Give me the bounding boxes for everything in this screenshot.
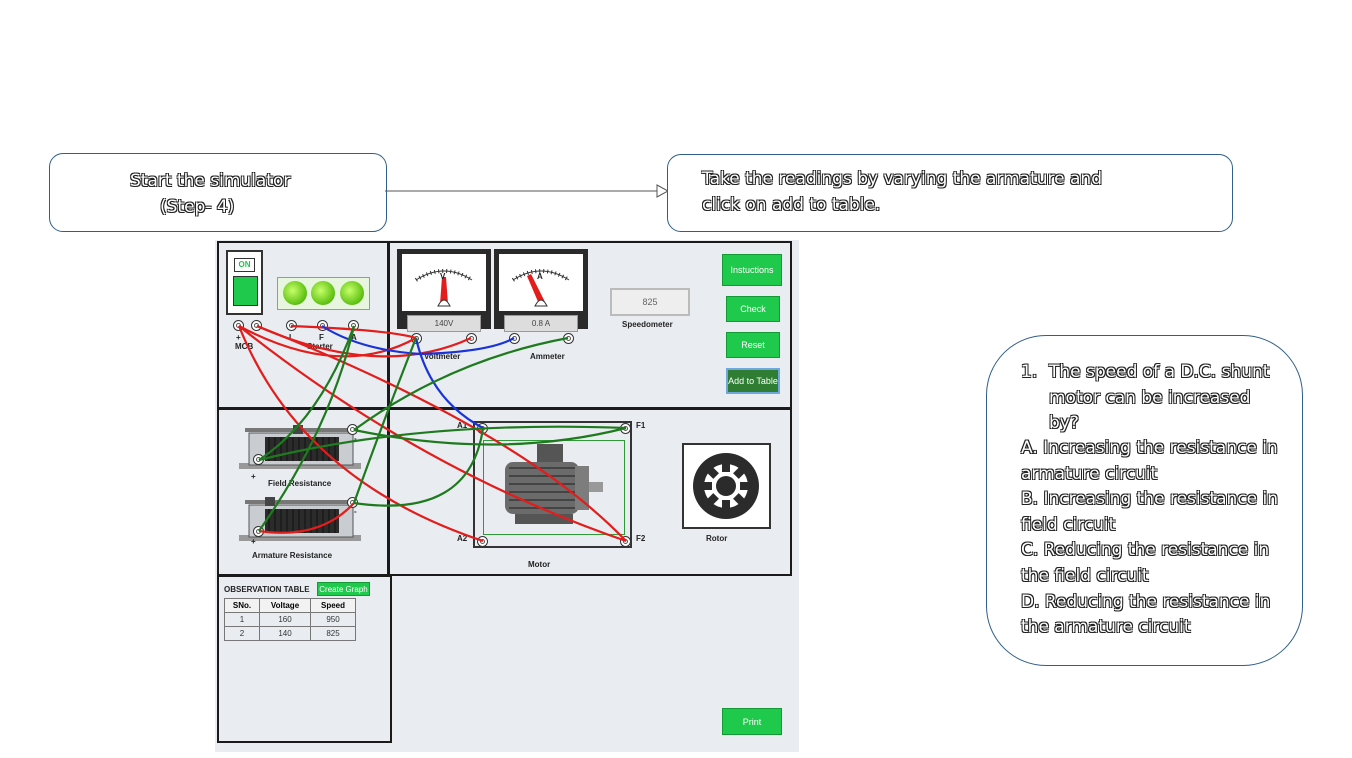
step-number: (Step- 4)	[160, 197, 235, 217]
starter-l-label: L	[289, 333, 294, 342]
starter-label: Starter	[307, 342, 333, 351]
voltmeter: 140V	[397, 249, 491, 332]
speedometer-display: 825	[610, 288, 690, 316]
armature-rheostat-plus: +	[251, 537, 256, 546]
hint-line-2: click on add to table.	[702, 195, 881, 215]
indicator-led-3	[340, 281, 364, 305]
reset-button[interactable]: Reset	[726, 332, 780, 358]
voltmeter-reading: 140V	[407, 315, 481, 332]
starter-f-label: F	[319, 333, 324, 342]
add-to-table-button[interactable]: Add to Table	[726, 368, 780, 394]
table-row: 1 160 950	[224, 612, 356, 627]
table-cell: 825	[310, 626, 356, 641]
speedometer-label: Speedometer	[622, 320, 673, 329]
table-cell: 2	[224, 626, 260, 641]
observation-table: SNo. Voltage Speed 1 160 950 2 140 825	[224, 598, 356, 641]
voltmeter-unit: V	[440, 272, 446, 281]
mcb-on-label: ON	[234, 258, 255, 272]
table-cell: 140	[259, 626, 311, 641]
motor-f2-label: F2	[636, 534, 646, 543]
check-button[interactable]: Check	[726, 296, 780, 322]
ammeter-reading: 0.8 A	[504, 315, 578, 332]
option-b[interactable]: B. Increasing the resistance in field ci…	[1021, 489, 1279, 535]
mcb-plus-label: +	[236, 333, 241, 342]
option-c[interactable]: C. Reducing the resistance in the field …	[1021, 540, 1270, 586]
armature-rheostat-minus: -	[354, 507, 357, 516]
motor-a1-label: A1	[457, 421, 468, 430]
mcb-minus-terminal[interactable]	[251, 320, 262, 331]
hint-callout: Take the readings by varying the armatur…	[667, 154, 1233, 232]
motor-a2-label: A2	[457, 534, 468, 543]
starter-l-terminal[interactable]	[286, 320, 297, 331]
mcb-label: MCB	[235, 342, 254, 351]
ammeter-dial	[511, 269, 571, 307]
starter-f-terminal[interactable]	[317, 320, 328, 331]
motor-a2-terminal[interactable]	[477, 536, 488, 547]
panel-table	[217, 575, 392, 743]
voltmeter-label: Voltmeter	[424, 352, 461, 361]
mcb-lever	[233, 276, 258, 306]
flow-arrow	[385, 184, 669, 198]
field-rheostat-terminal-left[interactable]	[253, 454, 264, 465]
instructions-button[interactable]: Instuctions	[722, 254, 782, 286]
step-callout: Start the simulator (Step- 4)	[49, 153, 387, 232]
step-title: Start the simulator	[130, 171, 291, 191]
voltmeter-plus-terminal[interactable]	[411, 333, 422, 344]
question-number: 1.	[1021, 362, 1038, 382]
ammeter-unit: A	[537, 272, 543, 281]
motor-a1-terminal[interactable]	[477, 423, 488, 434]
hint-line-1: Take the readings by varying the armatur…	[702, 169, 1102, 189]
table-header-row: SNo. Voltage Speed	[224, 598, 356, 613]
rotor-gear-icon	[693, 453, 759, 519]
quiz-callout: 1. The speed of a D.C. shunt motor can b…	[986, 335, 1303, 666]
question-text: The speed of a D.C. shunt motor can be i…	[1049, 362, 1270, 434]
field-rheostat-plus: +	[251, 472, 256, 481]
option-a[interactable]: A. Increasing the resistance in armature…	[1021, 438, 1278, 484]
header-voltage: Voltage	[259, 598, 311, 613]
motor-f1-label: F1	[636, 421, 646, 430]
table-cell: 160	[259, 612, 311, 627]
ammeter-plus-terminal[interactable]	[509, 333, 520, 344]
ammeter-label: Ammeter	[530, 352, 565, 361]
armature-resistance-label: Armature Resistance	[252, 551, 333, 560]
table-cell: 1	[224, 612, 260, 627]
mcb-plus-terminal[interactable]	[233, 320, 244, 331]
starter-a-label: A	[351, 333, 357, 342]
field-resistance-label: Field Resistance	[268, 479, 332, 488]
print-button[interactable]: Print	[722, 708, 782, 735]
voltmeter-minus-terminal[interactable]	[466, 333, 477, 344]
starter-a-terminal[interactable]	[348, 320, 359, 331]
motor-image	[505, 444, 603, 524]
rotor-label: Rotor	[706, 534, 728, 543]
header-speed: Speed	[310, 598, 356, 613]
motor-f2-terminal[interactable]	[620, 536, 631, 547]
armature-rheostat-terminal-left[interactable]	[253, 526, 264, 537]
option-d[interactable]: D. Reducing the resistance in the armatu…	[1021, 591, 1271, 638]
indicator-led-1	[283, 281, 307, 305]
ammeter-minus-terminal[interactable]	[563, 333, 574, 344]
motor-f1-terminal[interactable]	[620, 423, 631, 434]
table-cell: 950	[310, 612, 356, 627]
field-rheostat-minus: -	[354, 434, 357, 443]
motor-label: Motor	[528, 560, 551, 569]
ammeter: 0.8 A	[494, 249, 588, 332]
header-sno: SNo.	[224, 598, 260, 613]
table-row: 2 140 825	[224, 626, 356, 641]
create-graph-button[interactable]: Create Graph	[317, 582, 370, 596]
indicator-led-2	[311, 281, 335, 305]
voltmeter-dial	[414, 269, 474, 307]
table-title: OBSERVATION TABLE	[224, 585, 310, 594]
quiz-options: A. Increasing the resistance in armature…	[1021, 436, 1291, 641]
mcb-switch[interactable]: ON	[226, 250, 263, 315]
